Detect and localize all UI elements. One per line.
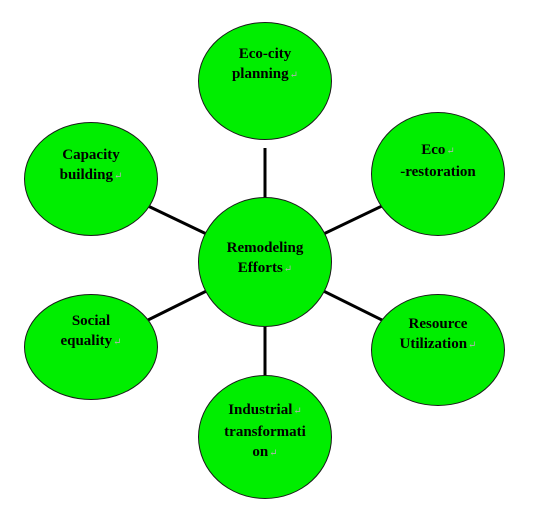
paragraph-mark: ↵ bbox=[283, 264, 293, 275]
node-eco-restoration: Eco↵ -restoration bbox=[371, 112, 505, 236]
node-label-line: on bbox=[252, 444, 269, 460]
paragraph-mark: ↵ bbox=[113, 337, 122, 348]
node-social-equality: Social equality↵ bbox=[24, 294, 158, 400]
node-label-line: planning bbox=[231, 66, 289, 82]
node-label-line: Industrial bbox=[228, 402, 293, 418]
node-label-line: Social bbox=[71, 313, 111, 329]
center-node-remodeling-efforts: Remodeling Efforts↵ bbox=[198, 197, 332, 327]
paragraph-mark: ↵ bbox=[446, 146, 455, 157]
node-capacity-building: Capacity building↵ bbox=[24, 122, 158, 236]
center-label-line-2: Efforts bbox=[237, 260, 283, 276]
center-label-line-1: Remodeling bbox=[226, 240, 304, 256]
node-label-line: building bbox=[59, 167, 113, 183]
node-label-line: Capacity bbox=[62, 147, 120, 163]
node-label-line: transformati bbox=[224, 424, 306, 440]
node-label-line: -restoration bbox=[400, 164, 476, 180]
paragraph-mark: ↵ bbox=[289, 70, 299, 81]
node-resource-utilization: Resource Utilization↵ bbox=[371, 294, 505, 406]
node-label-line: Utilization bbox=[399, 336, 468, 352]
paragraph-mark: ↵ bbox=[113, 171, 123, 182]
node-industrial-transformation: Industrial↵ transformati on↵ bbox=[198, 375, 332, 499]
paragraph-mark: ↵ bbox=[269, 448, 278, 459]
paragraph-mark: ↵ bbox=[468, 340, 477, 351]
node-label-line: Resource bbox=[408, 316, 468, 332]
node-label-line: Eco-city bbox=[238, 46, 292, 62]
paragraph-mark: ↵ bbox=[293, 406, 302, 417]
node-label-line: equality bbox=[60, 333, 113, 349]
node-eco-city-planning: Eco-city planning↵ bbox=[198, 22, 332, 140]
node-label-line: Eco bbox=[421, 142, 446, 158]
